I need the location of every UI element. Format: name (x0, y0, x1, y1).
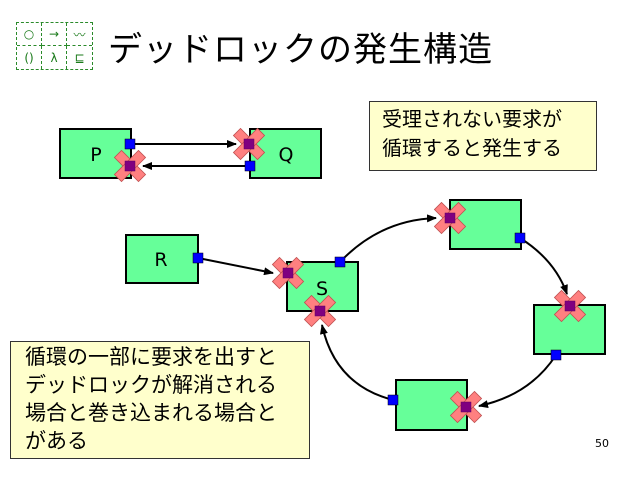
note-top: 受理されない要求が 循環すると発生する (369, 101, 597, 171)
note-line: 受理されない要求が (382, 107, 562, 131)
process-label: Q (279, 144, 294, 166)
request-arrow-T2-T3 (478, 354, 557, 409)
blocked-cross-icon (272, 257, 304, 289)
port-out (334, 256, 346, 268)
port-out (514, 232, 526, 244)
blocked-cross-icon (304, 295, 336, 327)
blocked-cross-icon (450, 391, 482, 423)
process-R: R (125, 234, 199, 284)
logo-symbol: 〰 (67, 23, 92, 46)
port-out (387, 394, 399, 406)
slide-title: デッドロックの発生構造 (108, 30, 493, 70)
blocked-cross-icon (554, 290, 586, 322)
note-line: 循環すると発生する (382, 136, 562, 160)
logo-symbol: λ (42, 46, 67, 69)
note-line: がある (25, 429, 88, 453)
logo-symbol: ⊑ (74, 50, 85, 65)
request-arrow-S-T1 (339, 214, 437, 263)
logo-symbol: → (42, 23, 67, 46)
blocked-cross-icon (114, 150, 146, 182)
logo: ○ → 〰 () λ ⊑ (16, 22, 93, 70)
port-out (192, 252, 204, 264)
request-arrow-R-S (197, 257, 274, 276)
port-out (550, 349, 562, 361)
note-bottom: 循環の一部に要求を出すと デッドロックが解消される 場合と巻き込まれる場合と が… (10, 341, 310, 459)
note-line: 場合と巻き込まれる場合と (25, 401, 277, 425)
note-line: 循環の一部に要求を出すと (25, 345, 277, 369)
process-label: P (90, 144, 101, 166)
note-line: デッドロックが解消される (25, 373, 277, 397)
logo-symbol: () (17, 46, 42, 69)
request-arrow-T3-S (320, 324, 394, 401)
port-out (244, 160, 256, 172)
process-label: R (154, 249, 167, 271)
blocked-cross-icon (233, 128, 265, 160)
blocked-cross-icon (434, 202, 466, 234)
port-out (124, 138, 136, 150)
process-T3 (395, 379, 468, 431)
page-number: 50 (595, 437, 609, 450)
request-arrow-T1-T2 (519, 237, 568, 295)
process-label: S (316, 278, 328, 300)
logo-symbol: ○ (17, 23, 42, 46)
